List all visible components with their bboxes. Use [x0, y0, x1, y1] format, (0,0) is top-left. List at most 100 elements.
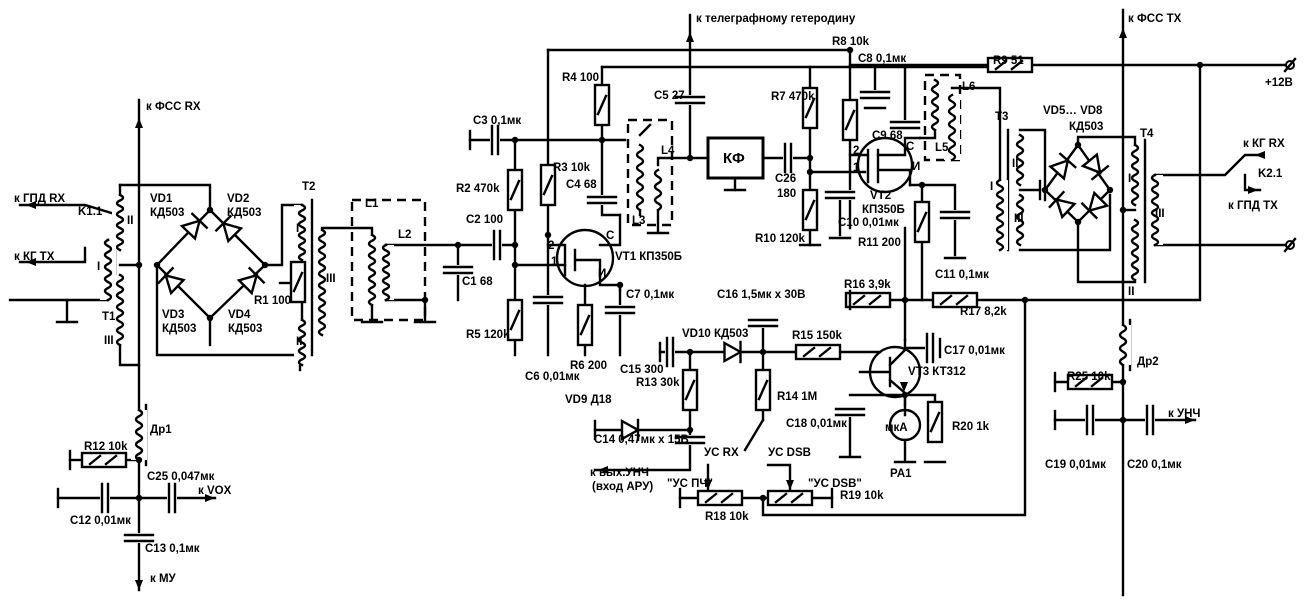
t3-winding-iii: III	[1014, 213, 1024, 225]
inductor-coil	[381, 243, 391, 302]
wire	[1018, 128, 1047, 202]
capacitor-plates	[939, 210, 971, 220]
l2-label: L2	[398, 229, 411, 241]
t2-winding-ii: II	[296, 336, 302, 348]
wire	[920, 183, 957, 212]
inductor-coil	[1150, 173, 1160, 247]
capacitor-plates	[492, 229, 502, 261]
junction-dot	[598, 136, 606, 144]
capacitor-plates	[167, 482, 177, 514]
t4-winding-i: I	[1128, 173, 1131, 185]
resistor-mark	[844, 109, 856, 131]
crystal-filter	[706, 136, 765, 180]
resistor	[289, 260, 307, 304]
resistor	[926, 400, 944, 444]
arrow-icon	[704, 480, 712, 490]
diode-bar	[1048, 190, 1066, 209]
c7-label: C7 0,1мк	[626, 289, 674, 301]
resistor-mark	[684, 379, 696, 401]
vd2-label: VD2	[227, 193, 249, 205]
junction-dot	[686, 154, 694, 162]
t1-winding-i: I	[97, 261, 100, 273]
vd4-label: VD4	[228, 309, 251, 321]
junction-dot	[511, 241, 519, 249]
wire	[600, 138, 622, 217]
resistor-mark	[916, 211, 928, 233]
inductor-coil	[947, 93, 957, 162]
resistor-mark	[509, 179, 521, 201]
diode-triangle	[1087, 190, 1110, 213]
junction-dot	[511, 261, 519, 269]
inductor-coil	[995, 178, 1005, 252]
r5-label: R5 120k	[466, 329, 510, 341]
trimmer-us-pch: "УС ПЧ"	[667, 478, 713, 490]
vt1-pin2: 2	[548, 240, 554, 252]
resistor	[754, 368, 772, 412]
inductor-coil	[1130, 218, 1140, 282]
capacitor	[442, 265, 474, 275]
inductor-coil	[367, 233, 377, 307]
c8-label: C8 0,1мк	[858, 53, 906, 65]
capacitor	[747, 318, 779, 328]
capacitor-gap	[749, 318, 777, 328]
r14-label: R14 1M	[777, 391, 817, 403]
wires	[8, 8, 1292, 597]
capacitor-plates	[783, 142, 793, 174]
capacitor-plates	[442, 265, 474, 275]
r1-label: R1 100	[254, 295, 291, 307]
inductor-coil	[1130, 143, 1140, 207]
junction-dot	[544, 231, 552, 239]
junction-dot	[901, 296, 909, 304]
junction-dot	[759, 494, 767, 502]
vt2-transistor	[856, 136, 914, 194]
junction-dot	[454, 241, 462, 249]
diode-bar	[1058, 152, 1077, 169]
c9-label: C9 68	[872, 130, 903, 142]
capacitor-gap	[941, 210, 969, 220]
vt2-source: И	[912, 161, 920, 173]
arrow-icon	[135, 580, 143, 590]
vt2-pin1: 1	[853, 162, 860, 174]
r2-label: R2 470k	[456, 183, 500, 195]
arrow-icon	[205, 494, 215, 502]
capacitor-gap	[861, 90, 889, 100]
capacitor-plates	[747, 318, 779, 328]
vt1-source: И	[598, 268, 606, 280]
diode	[1080, 152, 1110, 181]
capacitor	[783, 142, 793, 174]
vt1-label: VT1 КП350Б	[615, 251, 682, 263]
vt2-label: VT2	[870, 190, 891, 202]
junction-dot	[1119, 416, 1127, 424]
wire	[858, 338, 907, 407]
r15-label: R15 150k	[792, 330, 842, 342]
capacitor-gap	[836, 407, 864, 417]
capacitor-gap	[125, 533, 153, 543]
diode	[214, 214, 244, 244]
wire	[1076, 135, 1137, 147]
junction-dot	[135, 494, 143, 502]
capacitor-plates	[490, 124, 500, 156]
capacitor-plates	[532, 295, 564, 305]
capacitor	[939, 210, 971, 220]
resistor	[506, 298, 524, 342]
t3-winding-ii: II	[1012, 158, 1018, 170]
l3-label: L3	[632, 215, 645, 227]
capacitor-gap	[891, 120, 919, 130]
wire	[950, 86, 1002, 212]
c2-label: C2 100	[466, 214, 503, 226]
junction-dot	[135, 261, 143, 269]
shield-box	[350, 198, 427, 322]
resistor	[681, 368, 699, 412]
diode-triangle	[163, 273, 186, 296]
capacitor	[586, 195, 618, 205]
terminal-kg-tx: к КГ TX	[14, 251, 55, 263]
c1-label: C1 68	[462, 276, 493, 288]
resistor	[841, 98, 859, 142]
wire	[1018, 193, 1112, 252]
capacitor-plates	[123, 533, 155, 543]
c15-label: C15 300	[620, 364, 663, 376]
resistor-body	[766, 489, 814, 507]
terminal-gpd-tx: к ГПД TX	[1228, 200, 1278, 212]
r11-label: R11 200	[858, 237, 901, 249]
r18-label: R18 10k	[705, 511, 749, 523]
